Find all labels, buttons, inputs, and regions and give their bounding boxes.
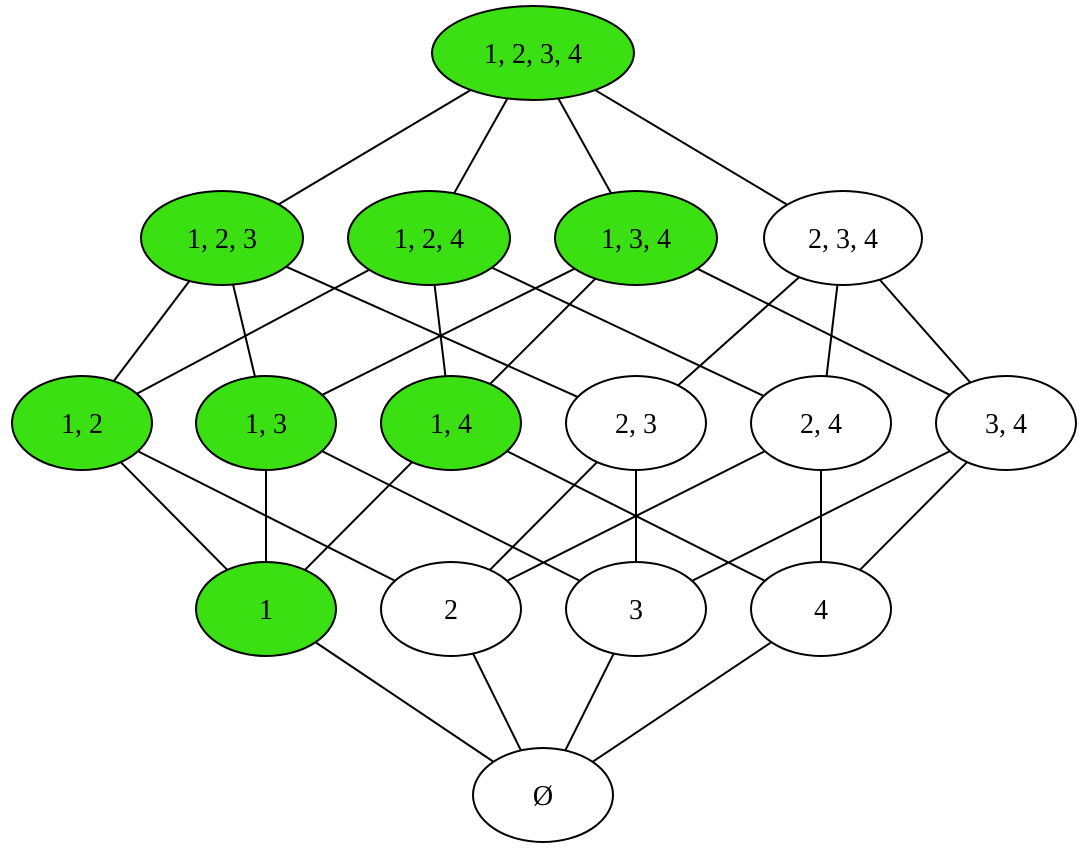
edge-n12-n1: [120, 461, 228, 571]
node-ellipse-nempty: [472, 747, 614, 843]
node-label-n234: 2, 3, 4: [808, 224, 878, 255]
node-ellipse-n1: [195, 561, 337, 657]
node-label-n134: 1, 3, 4: [601, 224, 671, 255]
edge-n124-n14: [433, 284, 447, 377]
edge-n134-n13: [321, 267, 576, 396]
node-ellipse-n23: [565, 375, 707, 471]
node-label-n1234: 1, 2, 3, 4: [484, 39, 582, 70]
node-n4: 4: [750, 561, 892, 657]
node-label-nempty: Ø: [533, 781, 553, 812]
node-label-n13: 1, 3: [245, 409, 287, 440]
node-label-n24: 2, 4: [800, 409, 842, 440]
edge-n3-nempty: [564, 653, 615, 751]
edge-n124-n24: [491, 266, 765, 397]
node-label-n123: 1, 2, 3: [187, 224, 257, 255]
node-n134: 1, 3, 4: [554, 190, 718, 286]
node-n12: 1, 2: [11, 375, 153, 471]
edge-n2-nempty: [472, 653, 522, 751]
node-n234: 2, 3, 4: [763, 190, 923, 286]
node-n3: 3: [565, 561, 707, 657]
nodes-layer: 1, 2, 3, 4 1, 2, 3 1, 2, 4 1, 3, 4 2, 3, 4 1,…: [11, 5, 1077, 843]
edge-n123-n12: [112, 280, 191, 382]
node-label-n2: 2: [444, 595, 458, 626]
node-n123: 1, 2, 3: [140, 190, 304, 286]
edge-n34-n3: [691, 450, 951, 582]
node-label-n4: 4: [814, 595, 828, 626]
node-ellipse-n2: [380, 561, 522, 657]
node-n13: 1, 3: [195, 375, 337, 471]
node-label-n12: 1, 2: [61, 409, 103, 440]
node-n14: 1, 4: [380, 375, 522, 471]
edge-n24-n2: [506, 450, 766, 582]
node-ellipse-n12: [11, 375, 153, 471]
node-label-n34: 3, 4: [985, 409, 1027, 440]
edge-n234-n23: [677, 276, 800, 387]
node-label-n23: 2, 3: [615, 409, 657, 440]
edge-n34-n4: [859, 461, 968, 571]
edge-n234-n24: [825, 284, 839, 377]
edge-n1234-n123: [278, 89, 472, 206]
edge-n13-n3: [321, 450, 581, 582]
edge-n1234-n134: [557, 98, 612, 194]
edge-n14-n1: [304, 461, 413, 571]
node-n124: 1, 2, 4: [347, 190, 511, 286]
edge-n123-n13: [232, 284, 256, 377]
node-n2: 2: [380, 561, 522, 657]
node-ellipse-n3: [565, 561, 707, 657]
edge-n4-nempty: [592, 641, 772, 763]
edges-layer: [112, 89, 972, 763]
node-n1: 1: [195, 561, 337, 657]
node-nempty: Ø: [472, 747, 614, 843]
edge-n1234-n234: [594, 89, 788, 206]
node-ellipse-n13: [195, 375, 337, 471]
node-ellipse-n123: [140, 190, 304, 286]
node-label-n124: 1, 2, 4: [394, 224, 464, 255]
node-label-n1: 1: [259, 595, 273, 626]
edge-n124-n12: [136, 268, 370, 395]
node-ellipse-n134: [554, 190, 718, 286]
node-n24: 2, 4: [750, 375, 892, 471]
edge-n134-n14: [489, 277, 597, 385]
node-ellipse-n124: [347, 190, 511, 286]
node-ellipse-n24: [750, 375, 892, 471]
node-ellipse-n34: [935, 375, 1077, 471]
node-n34: 3, 4: [935, 375, 1077, 471]
edge-n23-n2: [489, 461, 598, 571]
node-n1234: 1, 2, 3, 4: [431, 5, 635, 101]
edge-n234-n34: [878, 278, 972, 384]
edge-n1-nempty: [314, 641, 495, 763]
node-label-n14: 1, 4: [430, 409, 472, 440]
node-ellipse-n234: [763, 190, 923, 286]
node-ellipse-n1234: [431, 5, 635, 101]
node-ellipse-n14: [380, 375, 522, 471]
node-n23: 2, 3: [565, 375, 707, 471]
node-ellipse-n4: [750, 561, 892, 657]
node-label-n3: 3: [629, 595, 643, 626]
edge-n1234-n124: [453, 97, 509, 194]
edge-n134-n34: [696, 267, 951, 396]
